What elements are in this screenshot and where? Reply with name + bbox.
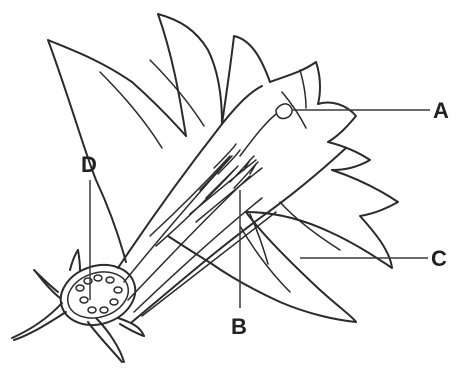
label-a: A — [433, 98, 449, 123]
label-d: D — [81, 152, 97, 177]
leader-lines — [90, 110, 430, 308]
label-c: C — [431, 246, 447, 271]
ovules — [76, 275, 122, 313]
corolla-tube — [118, 86, 346, 322]
stigma — [240, 104, 292, 156]
label-b: B — [231, 314, 247, 339]
sepals — [12, 250, 144, 362]
